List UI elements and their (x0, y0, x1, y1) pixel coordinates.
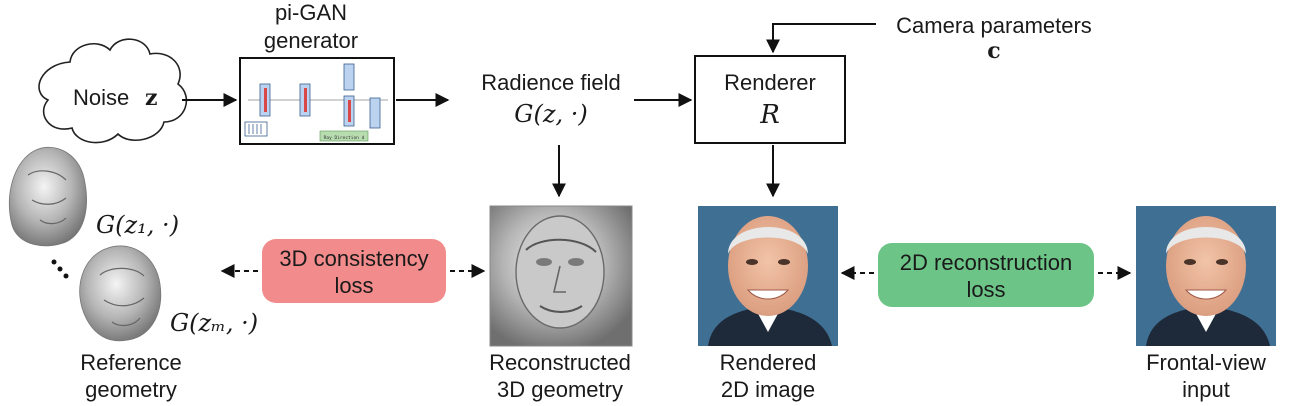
reference-geometry-top (8, 146, 87, 247)
reconstructed-label-line2: 3D geometry (497, 377, 623, 402)
camera-parameters-symbol: c (987, 38, 1000, 64)
reconstructed-geometry-image (489, 205, 633, 347)
renderer-box (694, 55, 846, 144)
radiance-field-label: Radience field (481, 70, 620, 95)
frontal-label-line1: Frontal-view (1146, 350, 1266, 375)
ellipsis-dots (51, 259, 69, 279)
radiance-field-formula: G(z, ·) (514, 100, 587, 128)
noise-label: Noise (73, 85, 129, 110)
reference-geometry-bottom (79, 245, 162, 342)
generator-architecture-thumbnail: Ray Direction d (244, 63, 388, 142)
reconstructed-label-line1: Reconstructed (489, 350, 631, 375)
consistency-loss-box (262, 239, 446, 303)
renderer-label: Renderer (724, 70, 816, 95)
frontal-view-face-image (1136, 206, 1276, 346)
noise-cloud: Noise z (38, 38, 188, 144)
reference-label-line1: Reference (80, 350, 182, 375)
rendered-label-line1: Rendered (720, 350, 817, 375)
reference-formula-top: G(z₁, ·) (96, 211, 179, 239)
rendered-face-image (698, 206, 838, 346)
noise-symbol: z (145, 85, 158, 111)
generator-title-line1: pi-GAN (275, 0, 347, 25)
cloud-outline (38, 38, 188, 144)
arrow-camera-to-renderer (766, 23, 876, 54)
generator-title-line2: generator (264, 28, 358, 53)
generator-mini-label: Ray Direction d (324, 135, 365, 141)
frontal-label-line2: input (1182, 377, 1230, 402)
pi-gan-generator: pi-GAN generator Ray Direction d (239, 0, 395, 145)
consistency-loss-line1: 3D consistency (279, 246, 428, 271)
reference-formula-bottom: G(zₘ, ·) (170, 309, 258, 337)
renderer-symbol: R (759, 100, 780, 130)
reconstruction-loss-line1: 2D reconstruction (900, 250, 1072, 275)
reconstruction-loss-box (878, 243, 1094, 307)
camera-parameters-label: Camera parameters (896, 13, 1092, 38)
reconstruction-loss-line2: loss (966, 277, 1005, 302)
rendered-label-line2: 2D image (721, 377, 815, 402)
consistency-loss-line2: loss (334, 273, 373, 298)
reference-label-line2: geometry (85, 377, 177, 402)
